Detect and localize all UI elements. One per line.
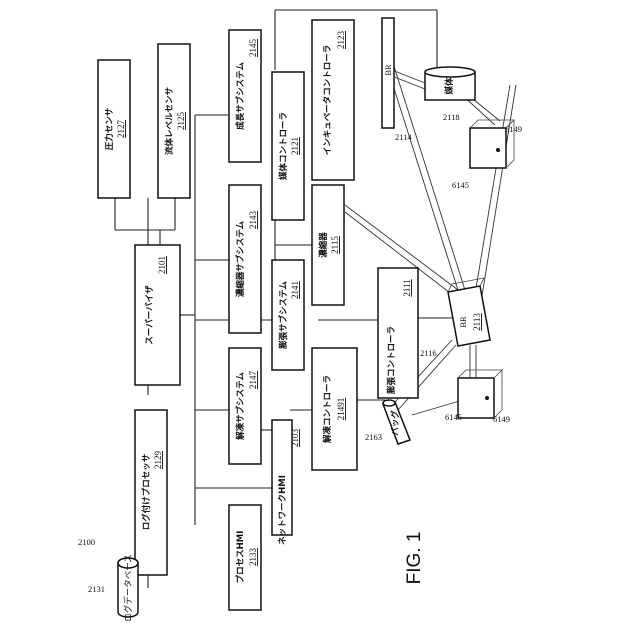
box-label: スーパーバイザ (144, 285, 155, 345)
box-thaw-controller: 解凍コントローラ 21491 (312, 348, 357, 470)
box-expansion-subsystem: 膨張サブシステム 2141 (272, 260, 304, 370)
box-label: 解凍サブシステム (235, 372, 246, 440)
box-label: インキュベータコントローラ (322, 45, 333, 156)
box-supervisor: スーパーバイザ 2101 (135, 245, 180, 385)
box-label: 流体レベルセンサ (164, 87, 175, 156)
box-logging-processor: ログ付けプロセッサ 2129 (135, 410, 167, 575)
ref-6145-top: 6145 (452, 180, 469, 190)
box-number: 2121 (290, 137, 300, 155)
box-label: プロセスHMI (235, 531, 246, 584)
ref-6149-top: 6149 (505, 124, 522, 134)
box-label: 圧力センサ (104, 107, 115, 150)
box-concentrator-subsystem: 濃縮器サブシステム 2143 (229, 185, 261, 333)
box-label: 媒体コントローラ (278, 112, 289, 181)
bag-label: バッグ (390, 410, 401, 436)
box-label: ログ付けプロセッサ (141, 453, 152, 530)
br-bottom-label: BR (458, 316, 468, 328)
br-bottom-number: 2113 (472, 313, 482, 331)
box-process-hmi: プロセスHMI 2133 (229, 505, 261, 610)
cube-bottom (458, 370, 502, 418)
box-label: ネットワークHMI (277, 475, 288, 545)
box-label: 成長サブシステム (235, 62, 246, 130)
db-number: 2131 (88, 584, 105, 594)
box-number: 2103 (290, 429, 300, 448)
box-number: 2101 (157, 256, 167, 274)
box-incubator-controller: インキュベータコントローラ 2123 (312, 20, 354, 180)
box-number: 2147 (248, 371, 258, 390)
box-number: 2115 (330, 236, 340, 254)
box-label: 解凍コントローラ (322, 375, 333, 443)
media-tank: 媒体 (425, 67, 475, 100)
box-number: 2141 (290, 281, 300, 299)
bioreactor-top: BR (382, 18, 394, 128)
box-growth-subsystem: 成長サブシステム 2145 (229, 30, 261, 162)
box-number: 2145 (248, 39, 258, 58)
box-concentrator: 濃縮器 2115 (312, 185, 344, 305)
box-fluid-level-sensor: 流体レベルセンサ 2125 (158, 44, 190, 198)
ref-6145-bottom: 6145 (445, 412, 462, 422)
box-label: 膨張コントローラ (386, 326, 397, 395)
box-number: 2123 (336, 31, 346, 50)
box-number: 2133 (248, 548, 258, 567)
box-number: 2129 (153, 451, 163, 470)
box-thaw-subsystem: 解凍サブシステム 2147 (229, 348, 261, 464)
box-label: 濃縮器サブシステム (235, 220, 246, 297)
box-number: 2111 (402, 279, 412, 296)
ref-2114: 2114 (395, 132, 412, 142)
ref-6149-bottom: 6149 (493, 414, 510, 424)
tank-label: 媒体 (444, 77, 455, 96)
box-network-hmi: ネットワークHMI 2103 (272, 420, 300, 545)
br-top-label: BR (383, 64, 393, 76)
fluid-lines (345, 60, 516, 415)
box-number: 21491 (336, 398, 346, 421)
figure-caption: FIG. 1 (404, 532, 425, 585)
box-label: 膨張サブシステム (278, 281, 289, 350)
box-media-controller: 媒体コントローラ 2121 (272, 72, 304, 220)
ref-2116: 2116 (420, 348, 437, 358)
ref-2163: 2163 (365, 432, 382, 442)
box-number: 2143 (248, 211, 258, 230)
bioreactor-bottom: BR 2113 (448, 278, 490, 346)
box-expansion-controller: 膨張コントローラ 2111 (378, 268, 418, 398)
db-label: ログデータベース (123, 554, 133, 622)
box-pressure-sensor: 圧力センサ 2127 (98, 60, 130, 198)
bag: バッグ (383, 400, 410, 444)
box-number: 2125 (176, 112, 186, 131)
ref-2118: 2118 (443, 112, 460, 122)
box-label: 濃縮器 (318, 232, 329, 258)
ref-2100: 2100 (78, 537, 95, 547)
box-number: 2127 (116, 120, 126, 139)
